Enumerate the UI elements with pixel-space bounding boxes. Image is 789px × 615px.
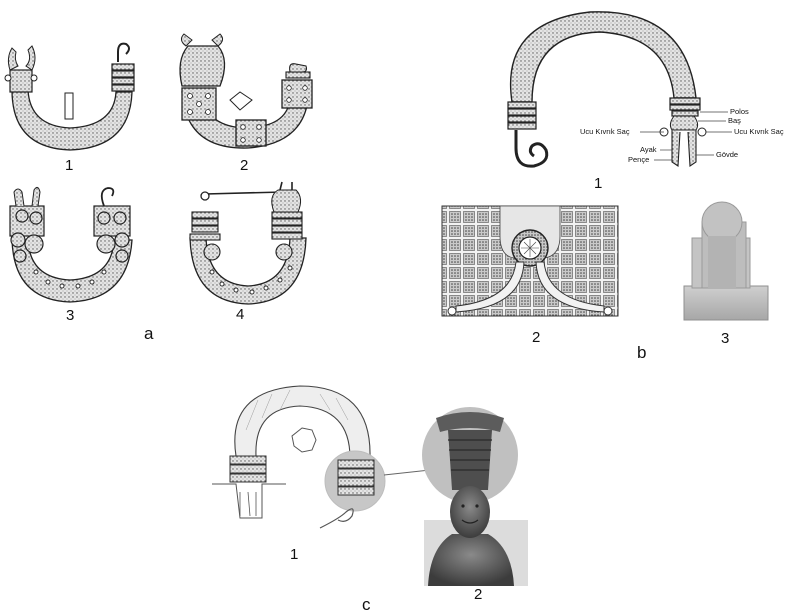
fibula-drawing-a3 bbox=[10, 187, 132, 302]
annotation-ucu-kivrik-sac-right: Ucu Kıvrık Saç bbox=[734, 128, 784, 136]
annotation-pence: Pençe bbox=[628, 156, 649, 164]
panel-label-a: a bbox=[144, 325, 153, 342]
figure-number-c1: 1 bbox=[290, 547, 298, 562]
figure-number-a1: 1 bbox=[65, 158, 73, 173]
annotation-bas: Baş bbox=[728, 117, 741, 125]
stele-photo-b3 bbox=[684, 202, 768, 320]
annotation-ucu-kivrik-sac-left: Ucu Kıvrık Saç bbox=[580, 128, 630, 136]
figure-number-b3: 3 bbox=[721, 331, 729, 346]
figure-number-c2: 2 bbox=[474, 587, 482, 602]
fibula-drawing-a1 bbox=[5, 44, 134, 150]
annotation-polos: Polos bbox=[730, 108, 749, 116]
relief-drawing-b2 bbox=[442, 206, 618, 316]
fibula-drawing-c1 bbox=[212, 386, 430, 528]
head-photo-c2 bbox=[422, 407, 528, 586]
figure-number-a2: 2 bbox=[240, 158, 248, 173]
figure-number-b1: 1 bbox=[594, 176, 602, 191]
figure-number-a3: 3 bbox=[66, 308, 74, 323]
fibula-drawing-a2 bbox=[180, 34, 312, 148]
fibula-drawing-a4 bbox=[190, 182, 306, 304]
panel-label-b: b bbox=[637, 344, 646, 361]
annotation-govde: Gövde bbox=[716, 151, 738, 159]
figure-number-b2: 2 bbox=[532, 330, 540, 345]
figure-number-a4: 4 bbox=[236, 307, 244, 322]
panel-label-c: c bbox=[362, 596, 371, 613]
annotation-ayak: Ayak bbox=[640, 146, 657, 154]
fibula-drawing-b1 bbox=[508, 12, 732, 166]
